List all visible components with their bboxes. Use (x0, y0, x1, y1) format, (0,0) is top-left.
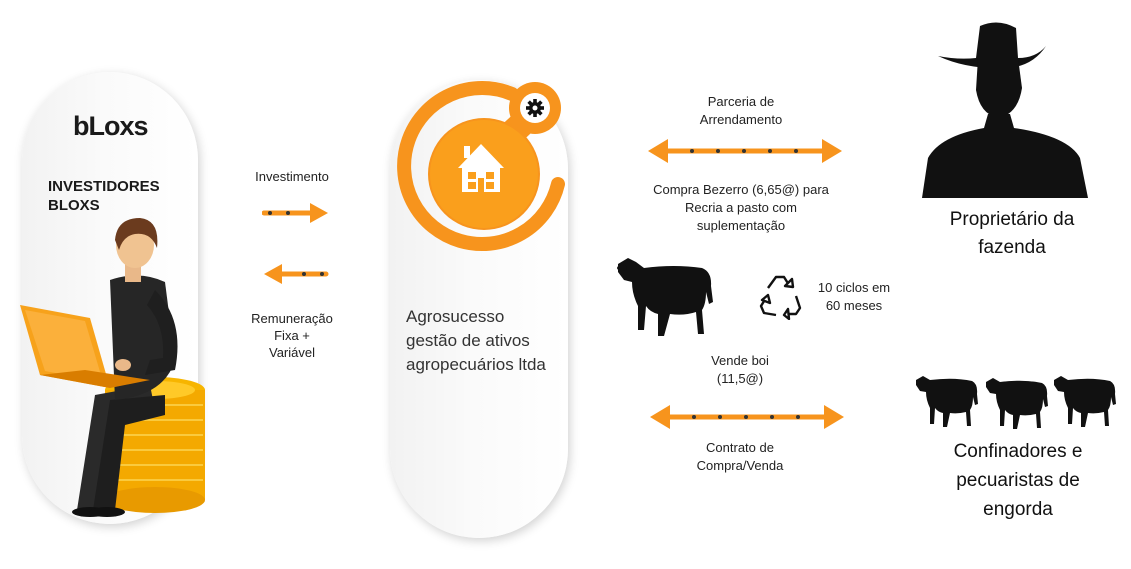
ciclos-line2: 60 meses (825, 298, 883, 313)
cow-2-icon (986, 378, 1048, 429)
vende-line1: Vende boi (711, 353, 769, 368)
parceria-line1: Parceria de (707, 94, 775, 109)
investor-title-line2: BLOXS (48, 197, 100, 214)
remuneracao-line2: Fixa + (274, 328, 310, 343)
ciclos-line1: 10 ciclos em (817, 280, 891, 295)
gear-icon (526, 99, 544, 117)
vende-line2: (11,5@) (716, 371, 764, 386)
feedlot-label-line3: engorda (983, 499, 1053, 520)
sale-double-arrow-icon (650, 405, 844, 429)
cow-3-icon (1054, 376, 1116, 427)
bloxs-logo: bLoxs (73, 111, 149, 141)
return-arrow-icon (264, 264, 329, 284)
compra-line1: Compra Bezerro (6,65@) para (653, 182, 829, 197)
owner-label-line1: Proprietário da (949, 209, 1075, 230)
cycle-icon (759, 275, 802, 320)
feedlot-label-line1: Confinadores e (953, 441, 1083, 462)
company-name-line3: agropecuários ltda (406, 355, 546, 374)
contrato-line2: Compra/Venda (696, 458, 784, 473)
lease-double-arrow-icon (648, 139, 842, 163)
house-icon (458, 144, 504, 192)
feedlot-label-line2: pecuaristas de (956, 470, 1080, 491)
parceria-line2: Arrendamento (699, 112, 783, 127)
compra-line3: suplementação (696, 218, 786, 233)
investor-title-line1: INVESTIDORES (48, 178, 160, 195)
remuneracao-line3: Variável (268, 345, 315, 360)
compra-line2: Recria a pasto com (685, 200, 797, 215)
agrosucesso-logo-icon (397, 81, 565, 252)
farm-owner-silhouette-icon (922, 22, 1088, 198)
company-name-line2: gestão de ativos (406, 331, 530, 350)
owner-label-line2: fazenda (978, 237, 1046, 258)
cattle-herd-icon (916, 376, 1116, 429)
investor-illustration (20, 218, 205, 517)
contrato-line1: Contrato de (706, 440, 774, 455)
investment-arrow-icon (262, 203, 328, 223)
company-name-line1: Agrosucesso (406, 307, 505, 326)
investimento-label: Investimento (255, 169, 329, 184)
calf-icon (617, 258, 713, 336)
remuneracao-line1: Remuneração (251, 311, 333, 326)
